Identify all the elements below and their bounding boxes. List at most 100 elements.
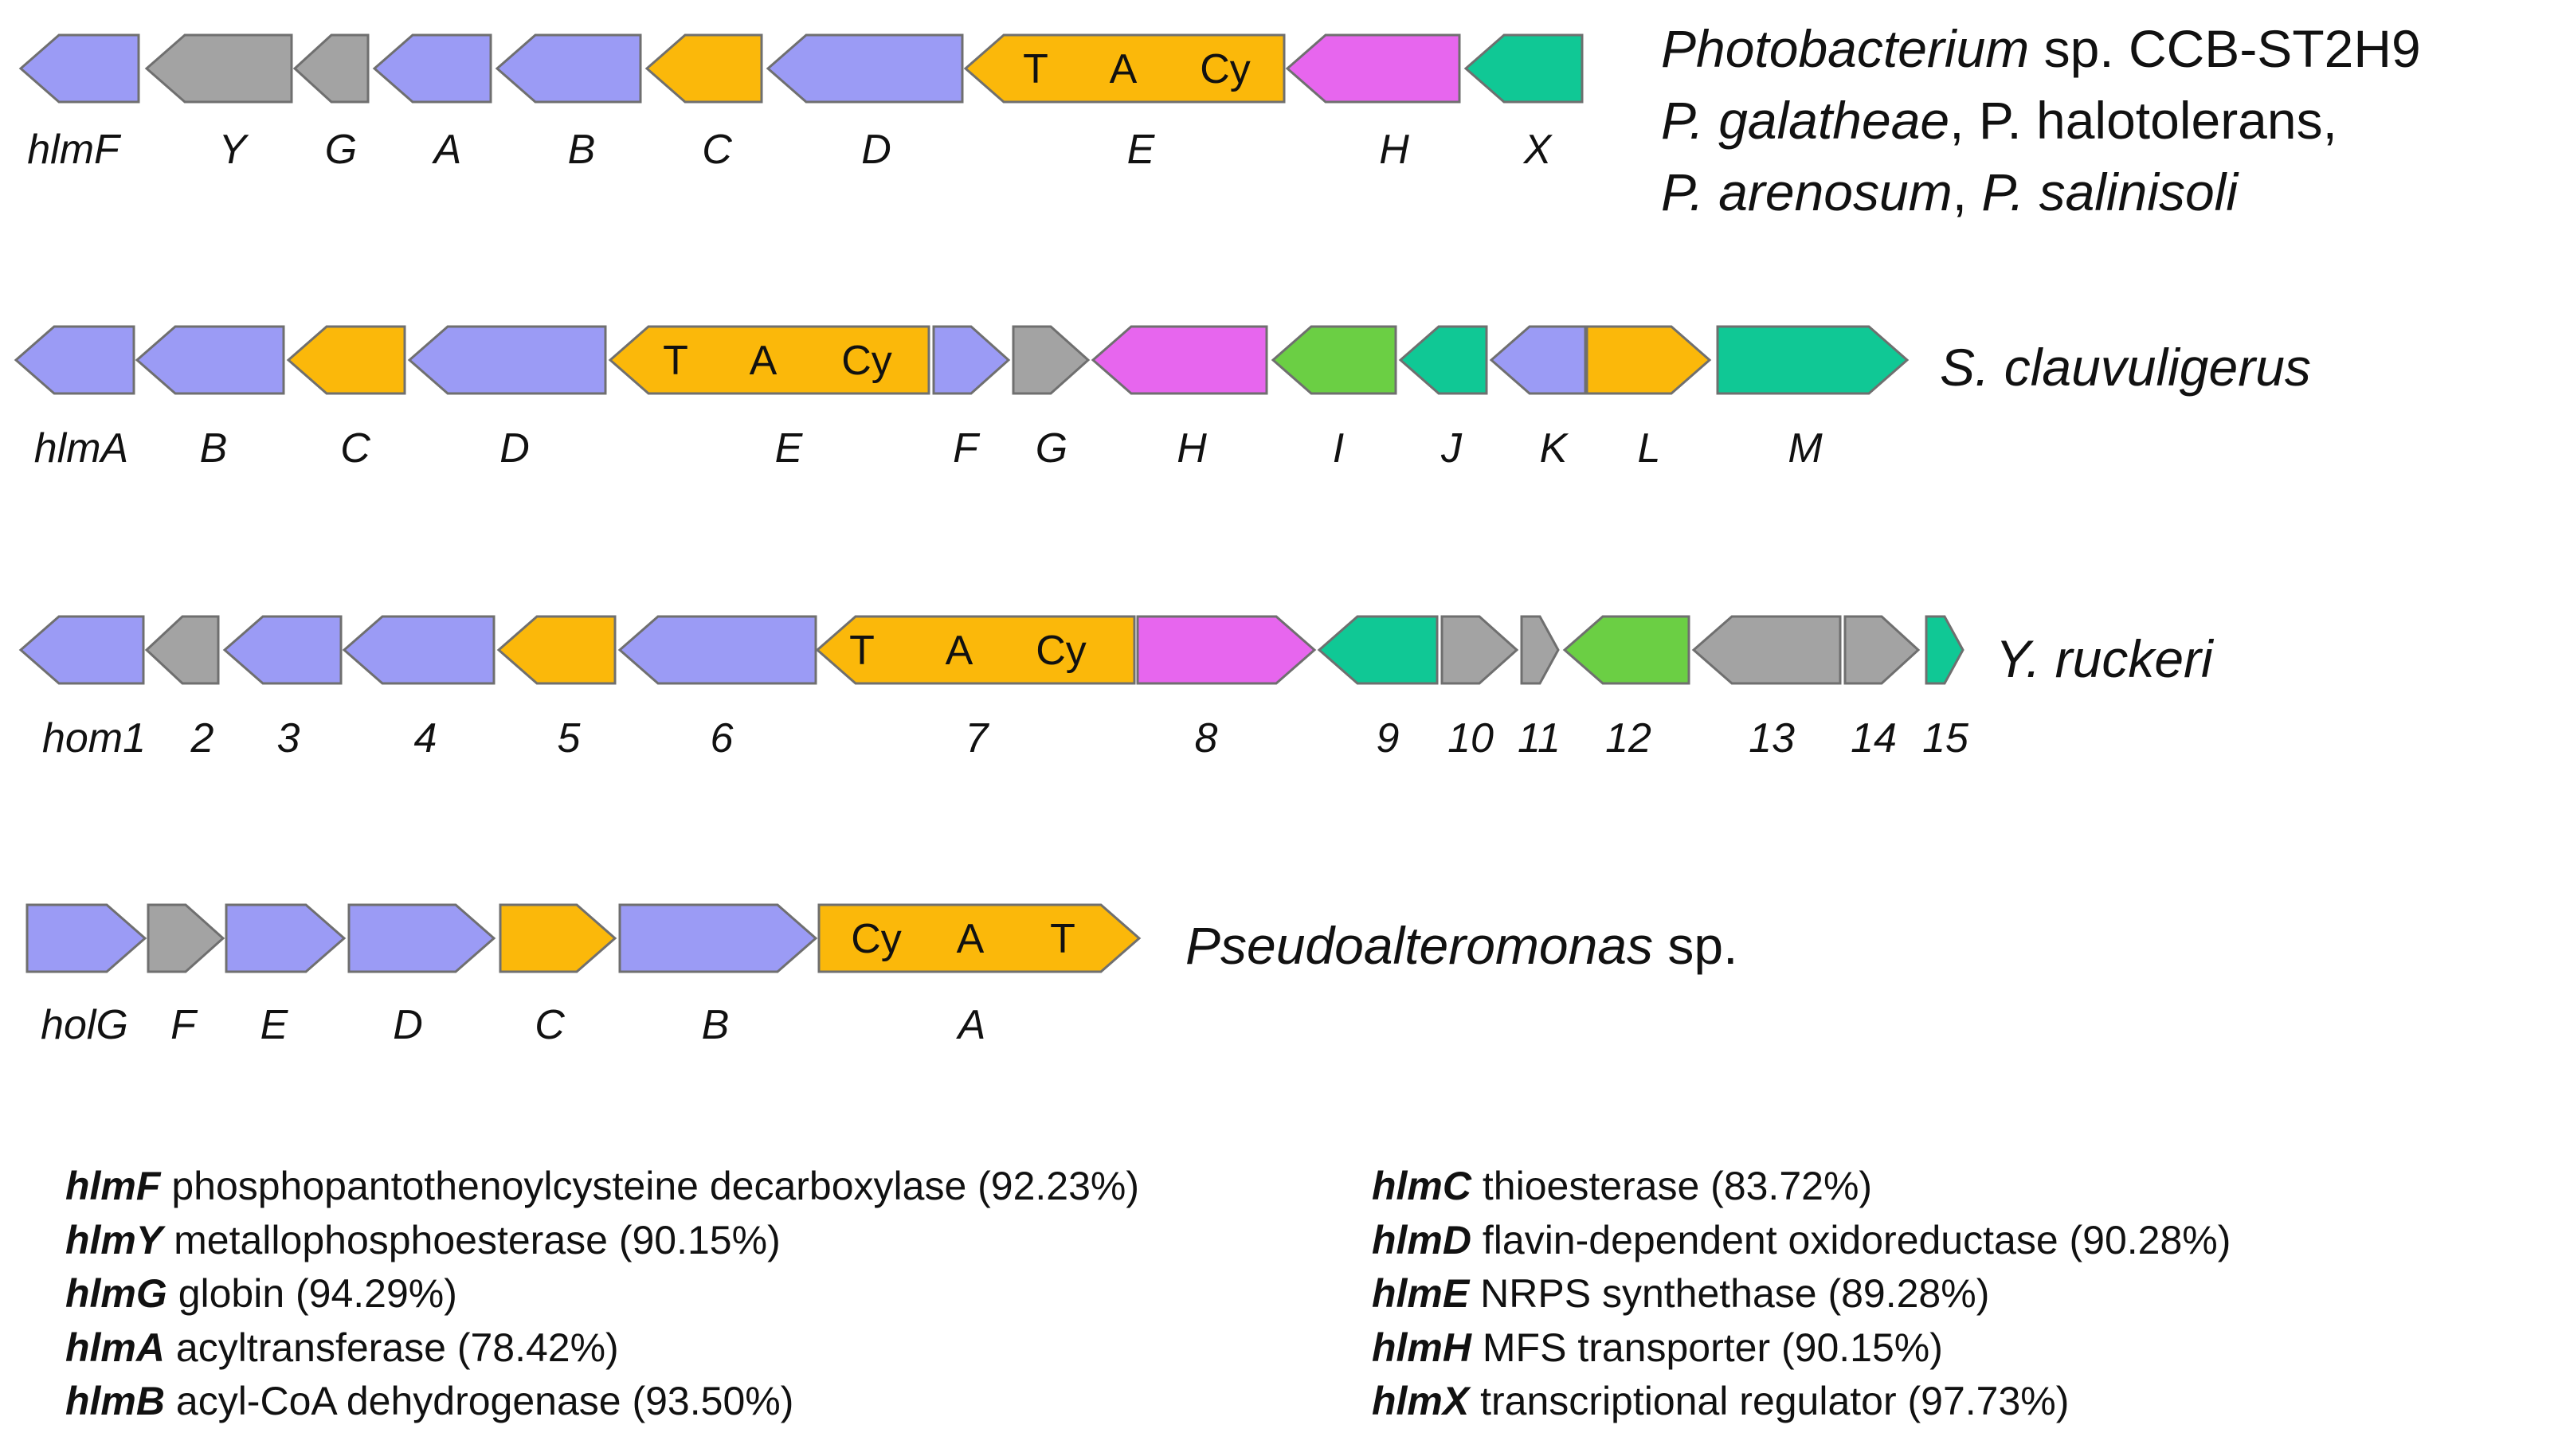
gene-label: 14 bbox=[1851, 715, 1897, 761]
gene-arrow-hlmA bbox=[14, 325, 135, 395]
gene-arrow-I bbox=[1271, 325, 1397, 395]
gene-arrow-15 bbox=[1925, 615, 1964, 685]
gene-label: 12 bbox=[1605, 715, 1651, 761]
gene-label: J bbox=[1440, 425, 1463, 472]
gene-label: hlmF bbox=[27, 127, 122, 173]
gene-label: X bbox=[1523, 127, 1553, 173]
legend-item-hlmX: hlmX transcriptional regulator (97.73%) bbox=[1372, 1379, 2069, 1423]
gene-arrow-A bbox=[372, 33, 492, 104]
organism-label: P. arenosum, P. salinisoli bbox=[1661, 162, 2239, 221]
domain-label-Cy: Cy bbox=[1036, 628, 1087, 674]
domain-label-A: A bbox=[946, 628, 973, 674]
gene-label: C bbox=[702, 127, 732, 173]
gene-arrow-M bbox=[1716, 325, 1910, 395]
gene-label: H bbox=[1177, 425, 1207, 472]
gene-arrow-G bbox=[292, 33, 370, 104]
domain-label-A: A bbox=[750, 338, 778, 384]
domain-label-Cy: Cy bbox=[841, 338, 892, 384]
gene-arrow-4 bbox=[342, 615, 496, 685]
gene-label: 2 bbox=[190, 715, 214, 761]
gene-label: E bbox=[775, 425, 804, 472]
gene-label: 7 bbox=[966, 715, 990, 761]
organism-label: P. galatheae, P. halotolerans, bbox=[1661, 91, 2337, 150]
gene-label: Y bbox=[219, 127, 249, 173]
organism-label: Pseudoalteromonas sp. bbox=[1185, 916, 1737, 975]
gene-label: M bbox=[1788, 425, 1823, 472]
legend-item-hlmE: hlmE NRPS synthethase (89.28%) bbox=[1372, 1271, 1989, 1316]
gene-label: 3 bbox=[277, 715, 300, 761]
gene-arrow-11 bbox=[1520, 615, 1560, 685]
gene-arrow-E bbox=[225, 903, 347, 973]
gene-arrow-6 bbox=[617, 615, 817, 685]
gene-arrow-Y bbox=[144, 33, 293, 104]
legend-item-hlmY: hlmY metallophosphoesterase (90.15%) bbox=[65, 1218, 781, 1262]
legend-item-hlmH: hlmH MFS transporter (90.15%) bbox=[1372, 1325, 1943, 1370]
gene-arrow-5 bbox=[496, 615, 617, 685]
legend-item-hlmC: hlmC thioesterase (83.72%) bbox=[1372, 1164, 1872, 1208]
gene-arrow-9 bbox=[1317, 615, 1439, 685]
gene-label: G bbox=[1036, 425, 1067, 472]
gene-label: G bbox=[325, 127, 357, 173]
gene-label: 6 bbox=[711, 715, 734, 761]
gene-arrow-G bbox=[1012, 325, 1091, 395]
domain-label-T: T bbox=[849, 628, 875, 674]
gene-arrow-8 bbox=[1136, 615, 1317, 685]
legend-item-hlmF: hlmF phosphopantothenoylcysteine decarbo… bbox=[65, 1164, 1139, 1208]
gene-arrow-2 bbox=[144, 615, 220, 685]
gene-label: E bbox=[1127, 127, 1156, 173]
gene-label: E bbox=[260, 1002, 289, 1048]
gene-label: A bbox=[432, 127, 462, 173]
gene-arrow-C bbox=[286, 325, 406, 395]
gene-arrow-B bbox=[618, 903, 818, 973]
gene-label: holG bbox=[41, 1002, 128, 1048]
gene-arrow-hom1 bbox=[18, 615, 145, 685]
gene-label: C bbox=[535, 1002, 565, 1048]
gene-arrow-hlmF bbox=[18, 33, 140, 104]
gene-arrow-C bbox=[499, 903, 617, 973]
legend-item-hlmA: hlmA acyltransferase (78.42%) bbox=[65, 1325, 619, 1370]
gene-arrow-14 bbox=[1843, 615, 1921, 685]
gene-arrow-7 bbox=[815, 615, 1136, 685]
gene-label: 15 bbox=[1922, 715, 1969, 761]
gene-arrow-A bbox=[817, 903, 1142, 973]
gene-arrow-B bbox=[495, 33, 642, 104]
domain-label-Cy: Cy bbox=[851, 916, 902, 962]
gene-label: 8 bbox=[1195, 715, 1218, 761]
gene-arrow-D bbox=[347, 903, 496, 973]
domain-label-Cy: Cy bbox=[1200, 46, 1251, 92]
domain-label-T: T bbox=[1023, 46, 1048, 92]
organism-label: S. clauvuligerus bbox=[1940, 338, 2311, 397]
domain-label-T: T bbox=[663, 338, 688, 384]
gene-arrow-H bbox=[1091, 325, 1268, 395]
gene-arrow-F bbox=[932, 325, 1011, 395]
gene-label: L bbox=[1638, 425, 1661, 472]
gene-label: B bbox=[200, 425, 228, 472]
gene-arrow-E bbox=[608, 325, 930, 395]
domain-label-T: T bbox=[1050, 916, 1075, 962]
gene-arrow-E bbox=[963, 33, 1286, 104]
gene-label: H bbox=[1379, 127, 1409, 173]
gene-label: hom1 bbox=[42, 715, 146, 761]
gene-label: D bbox=[861, 127, 891, 173]
gene-label: F bbox=[170, 1002, 198, 1048]
legend-item-hlmD: hlmD flavin-dependent oxidoreductase (90… bbox=[1372, 1218, 2231, 1262]
gene-label: F bbox=[953, 425, 981, 472]
gene-arrow-10 bbox=[1440, 615, 1519, 685]
gene-label: K bbox=[1540, 425, 1569, 472]
gene-label: D bbox=[499, 425, 530, 472]
gene-label: I bbox=[1333, 425, 1344, 472]
gene-arrow-3 bbox=[222, 615, 343, 685]
domain-label-A: A bbox=[957, 916, 985, 962]
gene-arrow-C bbox=[644, 33, 763, 104]
gene-label: hlmA bbox=[34, 425, 128, 472]
gene-arrow-K bbox=[1489, 325, 1587, 395]
gene-label: D bbox=[393, 1002, 423, 1048]
gene-arrow-H bbox=[1285, 33, 1461, 104]
gene-arrow-holG bbox=[25, 903, 147, 973]
gene-label: 10 bbox=[1447, 715, 1494, 761]
